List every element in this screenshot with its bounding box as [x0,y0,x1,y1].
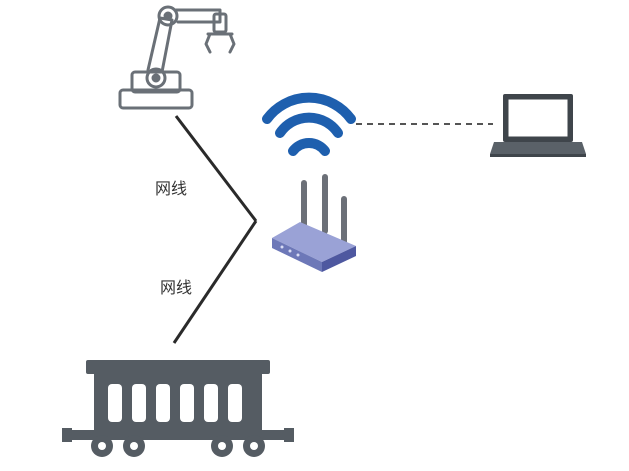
wifi-icon [262,92,356,156]
cable-line-upper [174,115,258,222]
cable-label-lower: 网线 [160,278,193,297]
robot-arm-icon [118,5,236,110]
cable-label-upper: 网线 [155,179,188,198]
laptop-icon [490,94,586,157]
router-icon [272,174,356,272]
cable-line-lower [172,220,258,344]
rail-car-icon [62,360,294,457]
